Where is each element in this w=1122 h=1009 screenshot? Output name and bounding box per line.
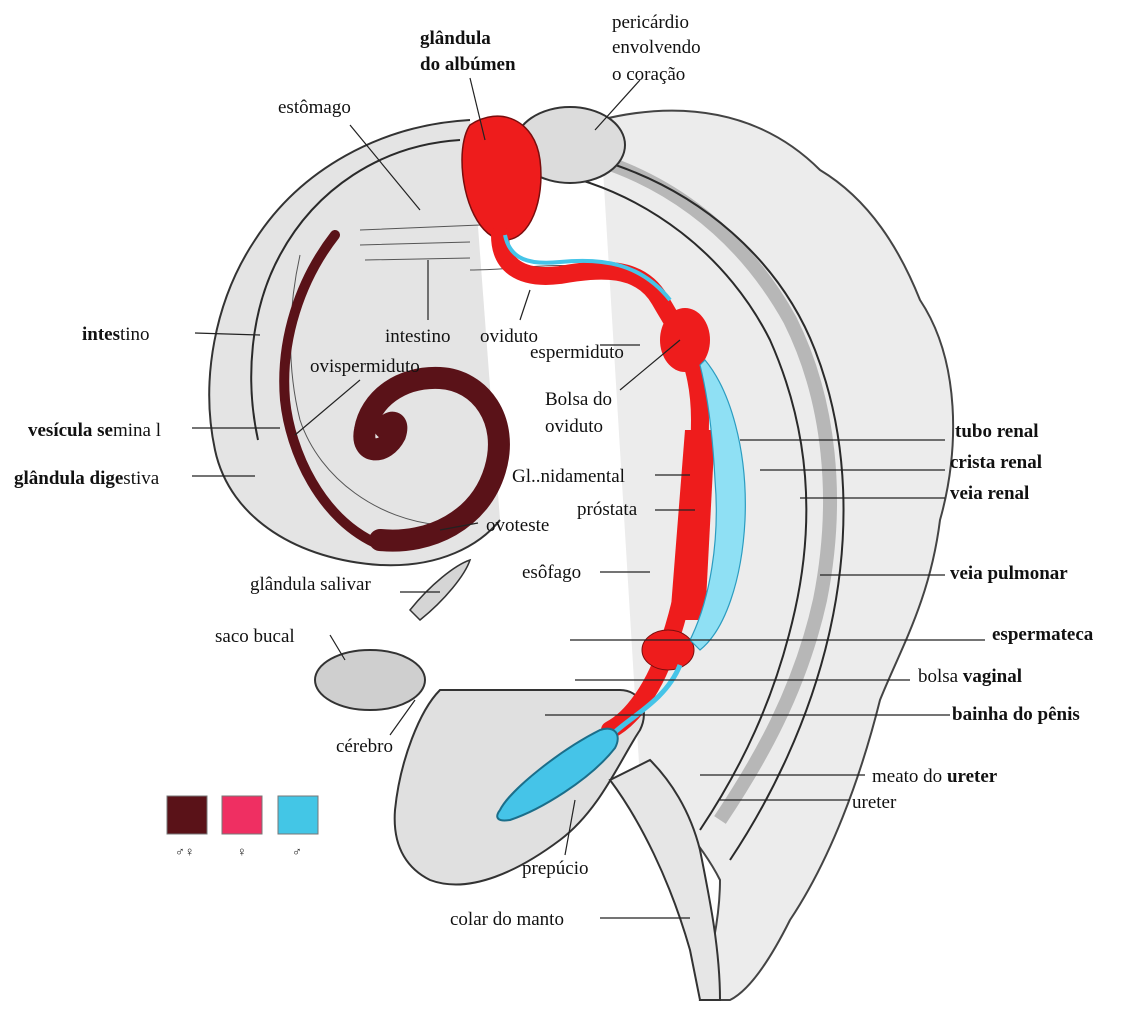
label-glandula-digestiva: glândula digestiva [14, 468, 160, 489]
label-saco-bucal: saco bucal [215, 626, 295, 647]
label-gl-nidamental: Gl..nidamental [512, 466, 625, 487]
label-glandula-albumen-2: do albúmen [420, 54, 516, 75]
label-ovispermiduto: ovispermiduto [310, 356, 420, 377]
label-prostata: próstata [577, 499, 638, 520]
spermatheca [642, 630, 694, 670]
label-bolsa-oviduto-1: Bolsa do [545, 389, 612, 410]
label-bolsa-vaginal: bolsa vaginal [918, 666, 1022, 687]
label-glandula-salivar: glândula salivar [250, 574, 371, 595]
salivary-gland [410, 560, 470, 620]
legend-symbol-hermaphrodite: ♂♀ [175, 844, 195, 859]
label-prepucio: prepúcio [522, 858, 588, 879]
label-pericardio-2: envolvendo [612, 37, 701, 58]
label-intestino-center: intestino [385, 326, 450, 347]
label-cerebro: cérebro [336, 736, 393, 757]
label-vesicula-seminal: vesícula semina l [28, 420, 161, 441]
label-bolsa-oviduto-2: oviduto [545, 416, 603, 437]
label-ovoteste: ovoteste [486, 515, 549, 536]
label-bainha-penis: bainha do pênis [952, 704, 1080, 725]
mantle-fringe [600, 111, 953, 1000]
legend-swatch-female [222, 796, 262, 834]
label-glandula-albumen-1: glândula [420, 28, 491, 49]
label-pericardio-1: pericárdio [612, 12, 689, 33]
label-ureter: ureter [852, 792, 897, 813]
color-legend: ♂♀ ♀ ♂ [167, 796, 318, 859]
label-pericardio-3: o coração [612, 64, 685, 85]
label-crista-renal: crista renal [950, 452, 1042, 473]
label-intestino-left: intestino [82, 324, 150, 345]
label-espermiduto: espermiduto [530, 342, 624, 363]
buccal-sac [315, 650, 425, 710]
legend-symbol-male: ♂ [292, 844, 302, 859]
label-espermateca: espermateca [992, 624, 1094, 645]
label-veia-renal: veia renal [950, 483, 1029, 504]
label-tubo-renal: tubo renal [955, 421, 1039, 442]
legend-symbol-female: ♀ [237, 844, 247, 859]
label-veia-pulmonar: veia pulmonar [950, 563, 1068, 584]
label-esofago: esôfago [522, 562, 581, 583]
legend-swatch-hermaphrodite [167, 796, 207, 834]
legend-swatch-male [278, 796, 318, 834]
label-colar-manto: colar do manto [450, 909, 564, 930]
label-estomago: estômago [278, 97, 351, 118]
label-meato-ureter: meato do ureter [872, 766, 998, 787]
